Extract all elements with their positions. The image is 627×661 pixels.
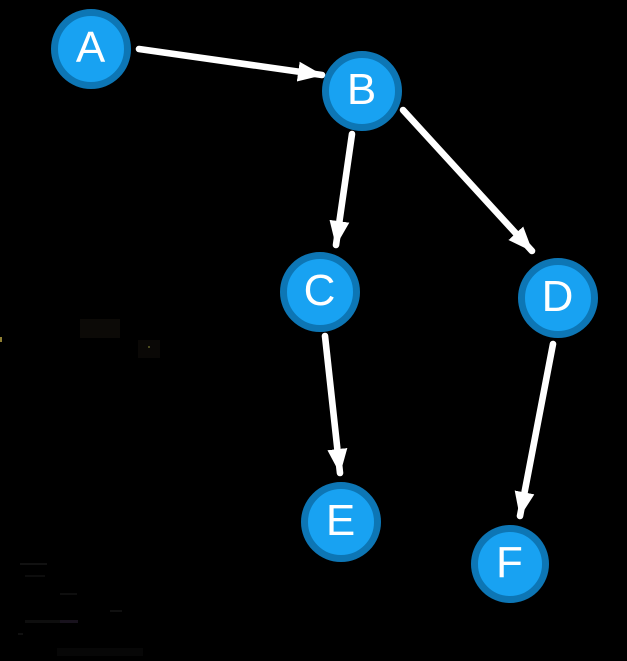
node-label: B <box>346 65 378 114</box>
node-label: A <box>75 23 107 72</box>
node-label: F <box>496 538 524 587</box>
graph-node-E[interactable]: E <box>301 482 381 562</box>
node-label: E <box>325 496 357 545</box>
node-label: D <box>541 272 575 321</box>
graph-edge-C-E <box>321 332 348 477</box>
graph-edge-A-B <box>135 45 326 82</box>
graph-node-A[interactable]: A <box>51 9 131 89</box>
graph-node-B[interactable]: B <box>322 51 402 131</box>
graph-edge-B-C <box>329 130 356 249</box>
graph-edge-D-F <box>514 340 557 520</box>
graph-node-D[interactable]: D <box>518 258 598 338</box>
graph-node-F[interactable]: F <box>471 525 549 603</box>
graph-node-C[interactable]: C <box>280 252 360 332</box>
graph-edge-B-D <box>399 106 536 255</box>
node-label: C <box>303 266 337 315</box>
